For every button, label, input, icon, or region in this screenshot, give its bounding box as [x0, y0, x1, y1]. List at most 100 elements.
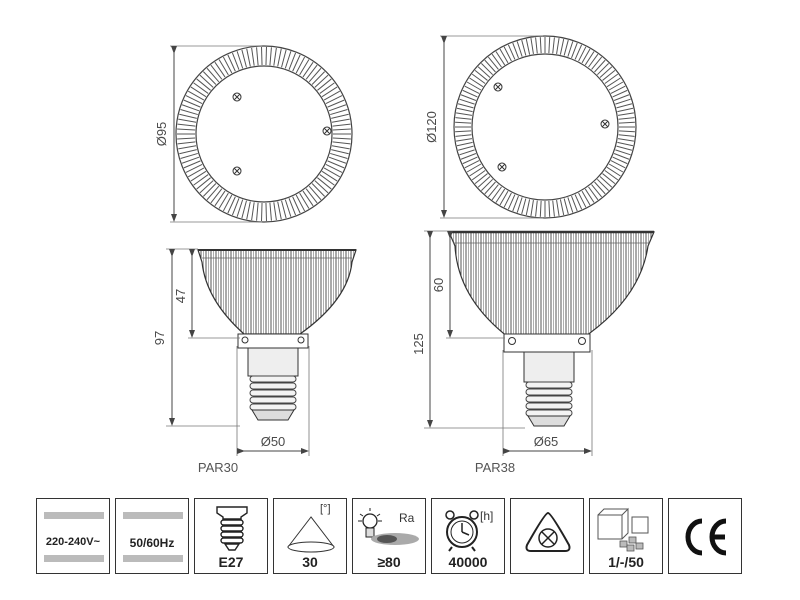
- beam-angle-icon: [°] 30: [273, 498, 347, 574]
- heatsink-fin: [460, 153, 477, 160]
- heatsink-fin: [464, 160, 480, 169]
- voltage-label: 220-240V~: [45, 536, 101, 548]
- heatsink-fin: [321, 170, 338, 182]
- heatsink-fin: [314, 74, 329, 88]
- heatsink-fin: [591, 184, 603, 198]
- heatsink-fin: [525, 199, 531, 216]
- heatsink-fin: [305, 64, 318, 80]
- heatsink-fin: [199, 180, 214, 194]
- heatsink-fin: [331, 113, 349, 119]
- heatsink-fin: [261, 47, 263, 66]
- heatsink-fin: [185, 163, 203, 173]
- heatsink-fin: [299, 59, 310, 76]
- par30-diameter-label: Ø95: [154, 122, 169, 147]
- heatsink-fin: [246, 201, 251, 220]
- heatsink-fin: [277, 48, 282, 67]
- cri-unit: Ra: [399, 511, 415, 525]
- heatsink-fin: [563, 198, 569, 215]
- heatsink-fin: [503, 46, 512, 62]
- lifetime-unit: [h]: [480, 509, 494, 523]
- heatsink-fin: [323, 167, 341, 178]
- heatsink-fin: [499, 190, 509, 206]
- heatsink-fin: [599, 66, 613, 78]
- heatsink-fin: [196, 177, 211, 190]
- heatsink-fin: [457, 103, 474, 109]
- par38-head-height-label: 60: [431, 278, 446, 292]
- heatsink-fin: [331, 145, 350, 150]
- par38-total-height-label: 125: [411, 333, 426, 355]
- heatsink-fin: [567, 41, 574, 57]
- heatsink-fin: [618, 117, 635, 120]
- heatsink-fin: [612, 156, 628, 165]
- heatsink-fin: [193, 174, 209, 186]
- heatsink-fin: [181, 104, 200, 112]
- par38-base-diameter-label: Ø65: [534, 434, 559, 449]
- heatsink-fin: [302, 61, 314, 78]
- heatsink-fin: [210, 64, 223, 80]
- par38-base-dimension: Ø65: [502, 350, 593, 456]
- heatsink-fin: [530, 38, 534, 54]
- screw-icon: [493, 82, 610, 172]
- heatsink-fin: [556, 200, 560, 216]
- heatsink-fin: [459, 98, 475, 105]
- heatsink-fin: [539, 37, 542, 54]
- heatsink-fin: [495, 51, 506, 66]
- heatsink-fin: [256, 202, 259, 221]
- heatsink-fin: [265, 47, 267, 66]
- lifetime-label: 40000: [448, 554, 488, 570]
- heatsink-fin: [594, 59, 606, 73]
- heatsink-fin: [516, 41, 523, 57]
- par38-top-view: [453, 35, 637, 219]
- heatsink-fin: [559, 199, 565, 216]
- heatsink-fin: [177, 137, 196, 140]
- heatsink-fin: [556, 38, 560, 54]
- heatsink-fin: [288, 52, 297, 70]
- cri-label: ≥80: [377, 554, 401, 570]
- heatsink-fin: [179, 149, 197, 155]
- heatsink-fin: [459, 149, 475, 156]
- heatsink-fin: [185, 95, 203, 105]
- heatsink-fin: [308, 67, 322, 83]
- heatsink-fin: [251, 47, 255, 66]
- heatsink-fin: [616, 103, 633, 109]
- heatsink-fin: [190, 86, 207, 98]
- heatsink-fin: [491, 53, 502, 68]
- heatsink-fin: [606, 166, 621, 177]
- heatsink-fin: [227, 54, 236, 72]
- heatsink-fin: [302, 190, 314, 207]
- heatsink-fin: [325, 163, 343, 173]
- frequency-icon: 50/60Hz: [115, 498, 189, 574]
- par30-model-label: PAR30: [198, 460, 238, 475]
- heatsink-fin: [615, 98, 631, 105]
- heatsink-fin: [206, 67, 220, 83]
- heatsink-fin: [563, 39, 569, 56]
- heatsink-fin: [596, 63, 609, 76]
- heatsink-fin: [457, 145, 474, 151]
- par30-head-height-label: 47: [173, 289, 188, 303]
- heatsink-fin: [327, 160, 345, 169]
- heatsink-fin: [507, 44, 516, 60]
- heatsink-fin: [612, 89, 628, 98]
- heatsink-fin: [332, 141, 351, 145]
- heatsink-fin: [548, 37, 551, 54]
- heatsink-fin: [471, 170, 486, 181]
- heatsink-fin: [484, 181, 496, 195]
- heatsink-fin: [292, 54, 301, 72]
- heatsink-fin: [330, 152, 348, 159]
- heatsink-fin: [516, 197, 523, 213]
- heatsink-fin: [193, 82, 209, 94]
- technical-drawing: Ø95 Ø120: [152, 35, 655, 475]
- heatsink-fin: [292, 196, 301, 214]
- heatsink-fin: [466, 163, 482, 173]
- heatsink-fin: [474, 69, 488, 81]
- heatsink-fin: [330, 109, 348, 116]
- heatsink-fin: [455, 130, 472, 133]
- heatsink-fin: [178, 145, 197, 150]
- heatsink-fin: [206, 185, 220, 201]
- heatsink-fin: [180, 109, 198, 116]
- heatsink-fin: [210, 188, 223, 204]
- heatsink-fin: [455, 134, 472, 137]
- heatsink-fin: [299, 192, 310, 209]
- heatsink-fin: [265, 202, 267, 221]
- heatsink-fin: [618, 134, 635, 137]
